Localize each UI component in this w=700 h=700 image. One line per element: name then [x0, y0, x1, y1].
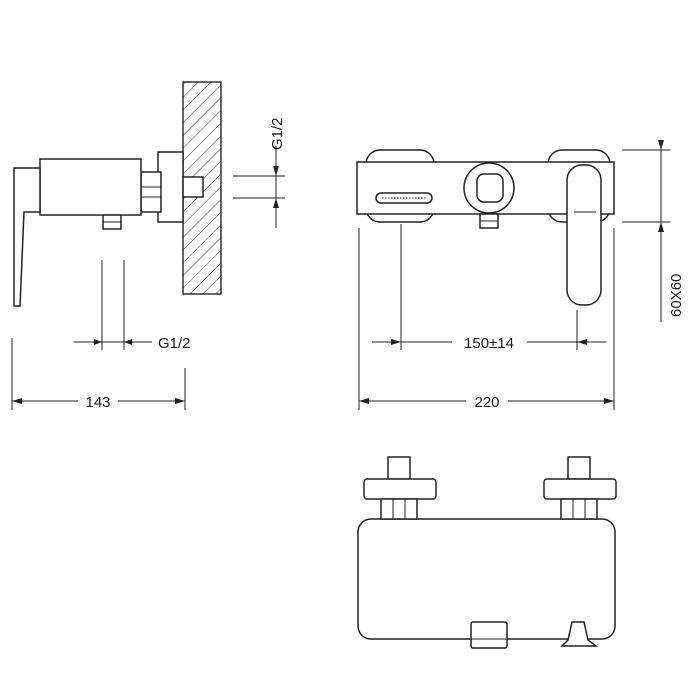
left-connector-nut — [380, 498, 418, 520]
lever-handle-side — [13, 167, 41, 307]
g12-vertical-label: G1/2 — [269, 117, 286, 150]
left-pipe-stub — [387, 456, 411, 480]
center-distance-label: 150±14 — [464, 335, 514, 352]
front-view: 150±14 220 60X60 — [356, 140, 685, 411]
total-width-label: 220 — [474, 394, 499, 411]
side-view: G1/2 143 G1/2 — [11, 81, 286, 411]
mixer-body-top — [357, 518, 616, 640]
wall-flange — [157, 151, 184, 223]
g12-side-label: G1/2 — [158, 335, 191, 352]
outlet-spout-top — [470, 621, 508, 649]
depth-label: 143 — [85, 394, 110, 411]
right-pipe-stub — [567, 456, 591, 480]
pipe-stub — [182, 176, 204, 198]
lever-handle-top — [560, 621, 599, 647]
top-view — [357, 456, 617, 649]
right-connector-nut — [560, 498, 598, 520]
left-wall-flange — [363, 478, 437, 500]
body-section-label: 60X60 — [668, 274, 685, 317]
lever-handle-front — [566, 164, 602, 306]
mixer-body-side — [39, 158, 142, 216]
diverter-knob-inner — [476, 173, 504, 203]
connector-nut — [140, 171, 162, 213]
right-wall-flange — [543, 478, 617, 500]
